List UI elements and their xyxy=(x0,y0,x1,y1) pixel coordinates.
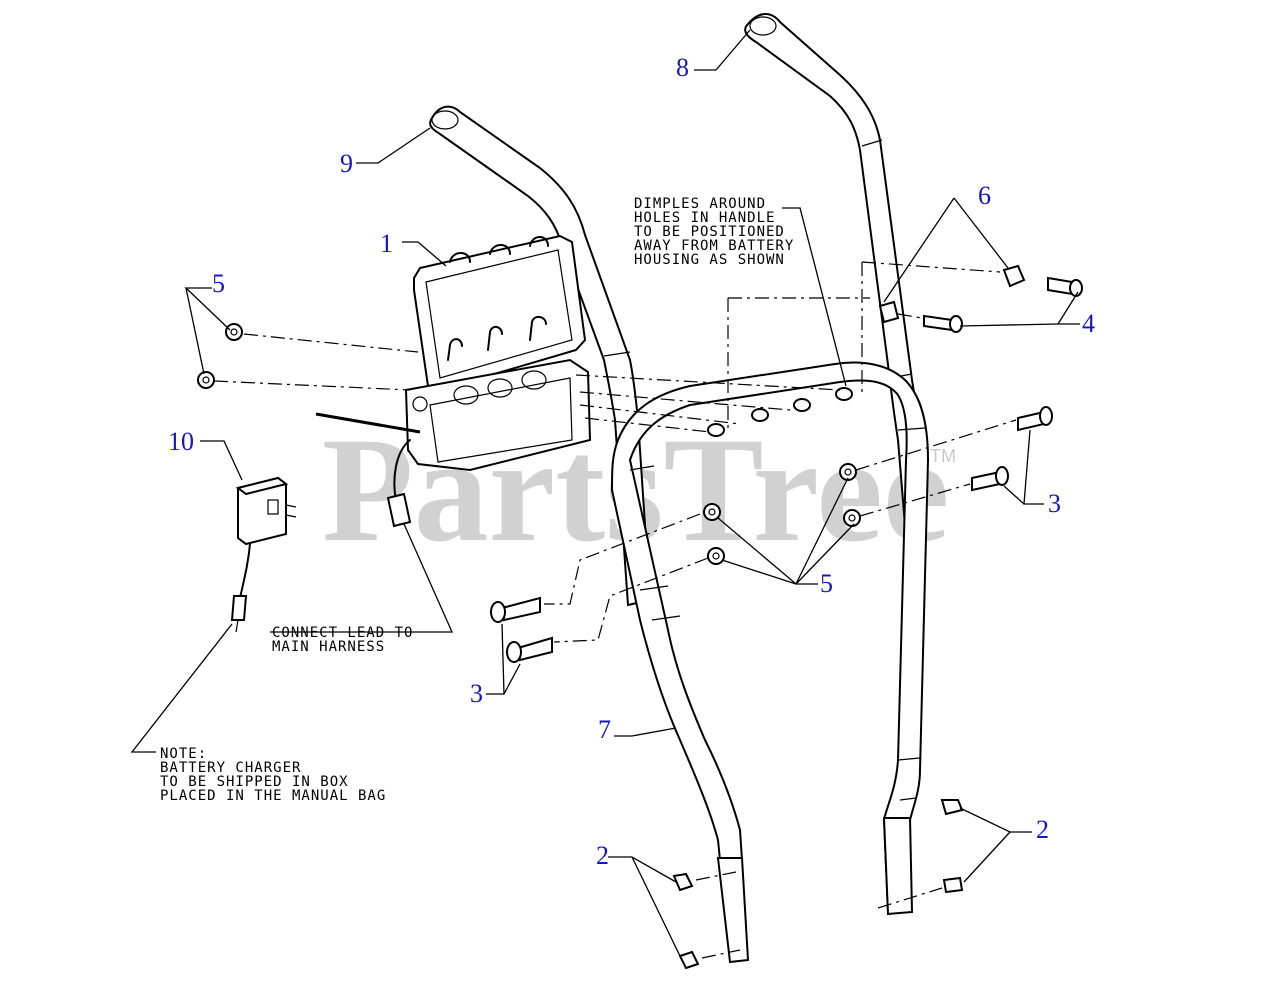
assembly-centerlines xyxy=(213,261,1017,959)
callout-numbers: 1 2 2 3 3 4 5 5 6 7 8 9 10 xyxy=(168,53,1095,870)
callout-8: 8 xyxy=(676,53,689,82)
note-connect-line: MAIN HARNESS xyxy=(272,639,385,655)
note-dimples: DIMPLES AROUND HOLES IN HANDLE TO BE POS… xyxy=(634,196,794,268)
note-dimples-line: TO BE POSITIONED xyxy=(634,224,785,240)
callout-2-left: 2 xyxy=(596,841,609,870)
callout-3-right: 3 xyxy=(1048,489,1061,518)
hardware xyxy=(197,264,1083,970)
leader-lines xyxy=(130,29,1080,957)
callout-1: 1 xyxy=(380,229,393,258)
callout-9: 9 xyxy=(340,149,353,178)
note-dimples-line: HOLES IN HANDLE xyxy=(634,210,775,226)
watermark-trademark: TM xyxy=(930,446,956,466)
part-1-battery-housing xyxy=(315,234,592,528)
callout-5-center: 5 xyxy=(820,569,833,598)
callout-2-right: 2 xyxy=(1036,815,1049,844)
callout-6: 6 xyxy=(978,181,991,210)
note-dimples-line: AWAY FROM BATTERY xyxy=(634,238,794,254)
note-charger-line: NOTE: xyxy=(160,746,207,762)
note-battery-charger: NOTE: BATTERY CHARGER TO BE SHIPPED IN B… xyxy=(160,746,386,804)
note-dimples-line: DIMPLES AROUND xyxy=(634,196,766,212)
note-dimples-line: HOUSING AS SHOWN xyxy=(634,252,785,268)
note-charger-line: TO BE SHIPPED IN BOX xyxy=(160,774,349,790)
callout-5-left: 5 xyxy=(212,269,225,298)
callout-10: 10 xyxy=(168,427,194,456)
callout-3-left: 3 xyxy=(470,679,483,708)
callout-4: 4 xyxy=(1082,309,1095,338)
note-connect-line: CONNECT LEAD TO xyxy=(272,625,413,641)
note-charger-line: BATTERY CHARGER xyxy=(160,760,301,776)
note-connect-lead: CONNECT LEAD TO MAIN HARNESS xyxy=(272,625,413,655)
callout-7: 7 xyxy=(598,715,611,744)
part-10-battery-charger xyxy=(230,476,297,633)
note-charger-line: PLACED IN THE MANUAL BAG xyxy=(160,788,386,804)
